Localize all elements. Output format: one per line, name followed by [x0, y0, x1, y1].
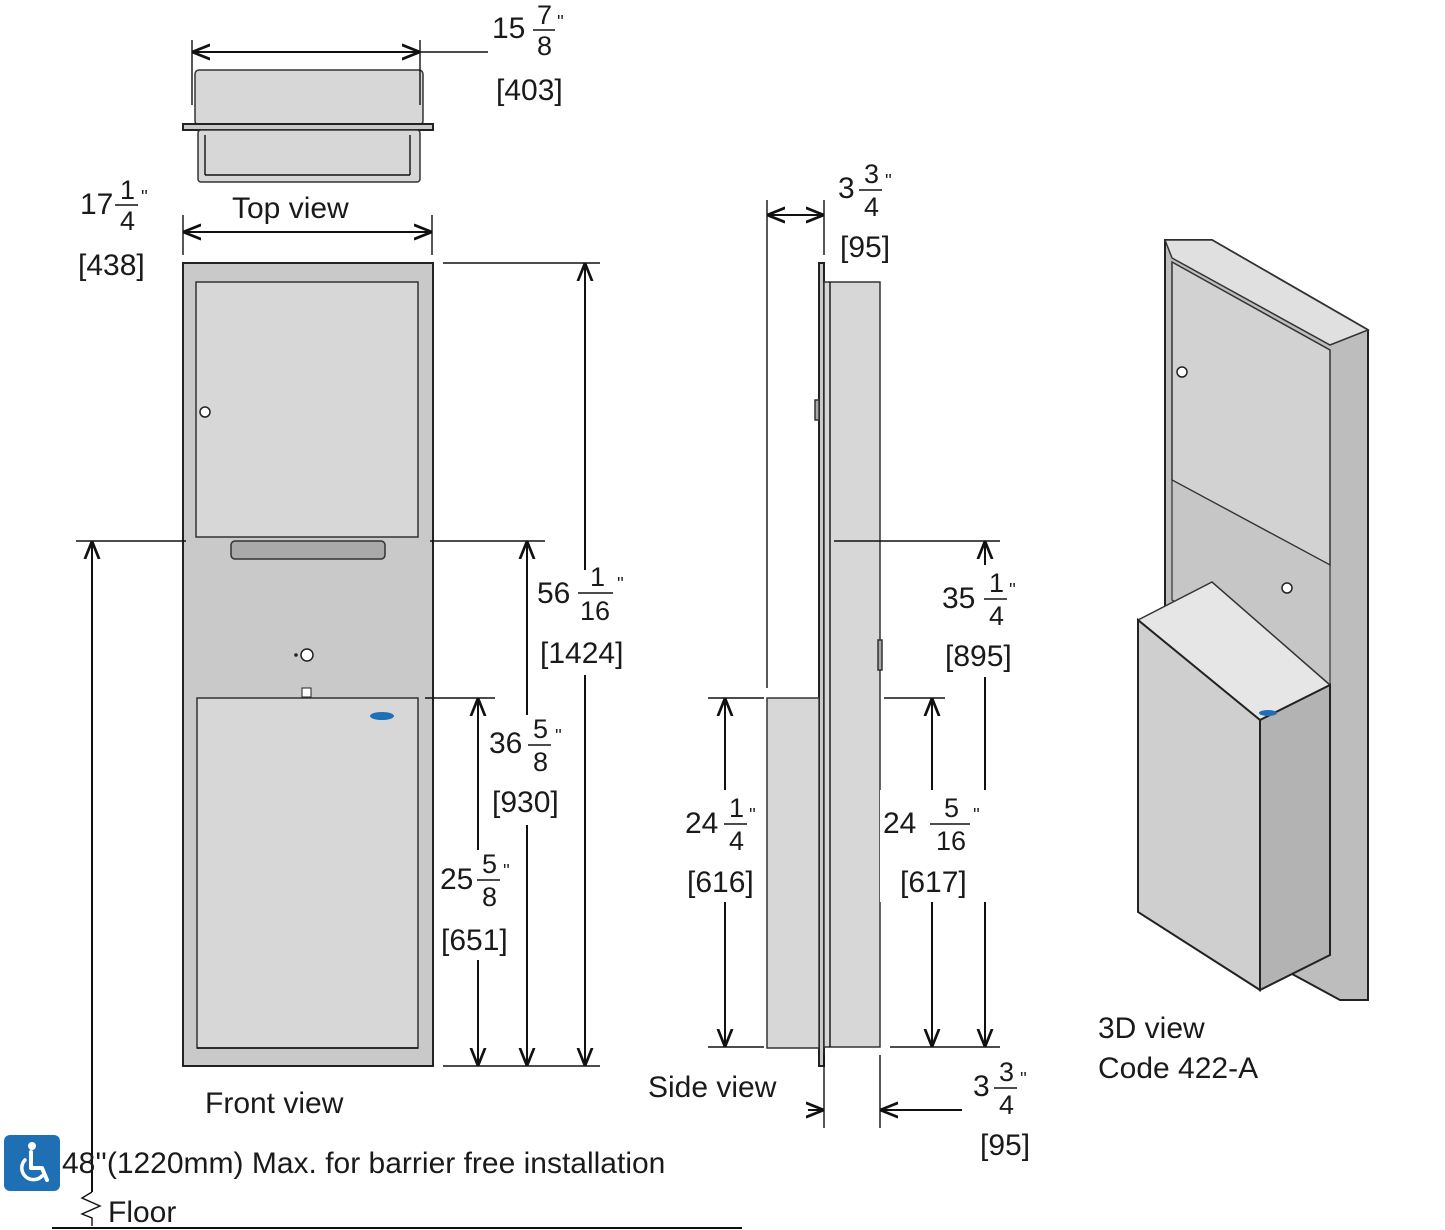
side-view-label: Side view	[648, 1071, 777, 1104]
side-bin-right-den: 16	[936, 826, 966, 856]
wheelchair-icon	[4, 1135, 60, 1191]
side-depth-bot-whole: 3	[973, 1070, 990, 1103]
side-bin-right-mm: [617]	[900, 866, 967, 899]
top-width-whole: 15	[492, 12, 525, 45]
side-depth-top-inch: ''	[885, 171, 892, 191]
total-height-whole: 56	[537, 577, 570, 610]
3d-view-drawing	[1136, 239, 1370, 1001]
side-depth-bot-den: 4	[999, 1090, 1014, 1120]
mid-height-dimension: 36 5 8 '' [930]	[430, 540, 567, 1064]
3d-view-label: 3D view	[1098, 1012, 1205, 1045]
side-bin-left-inch: ''	[749, 805, 756, 825]
side-mid-den: 4	[989, 601, 1004, 631]
side-depth-top-dimension: 3 3 4 '' [95]	[766, 159, 892, 688]
top-width-inch: ''	[557, 12, 564, 32]
bin-height-inch: ''	[503, 861, 510, 881]
side-view-drawing	[766, 262, 883, 1067]
mid-height-den: 8	[533, 747, 548, 777]
bin-height-whole: 25	[440, 863, 473, 896]
mid-height-inch: ''	[555, 726, 562, 746]
mid-height-whole: 36	[489, 727, 522, 760]
side-mid-inch: ''	[1009, 580, 1016, 600]
top-view-drawing	[182, 69, 434, 183]
side-depth-bot-mm: [95]	[980, 1129, 1030, 1162]
side-depth-bot-inch: ''	[1020, 1069, 1027, 1089]
front-width-mm: [438]	[78, 249, 145, 282]
floor-label: Floor	[108, 1196, 176, 1229]
side-bin-right-num: 5	[944, 793, 959, 823]
bin-height-num: 5	[482, 849, 497, 879]
total-height-inch: ''	[617, 574, 624, 594]
side-depth-top-num: 3	[864, 159, 879, 189]
side-mid-mm: [895]	[945, 640, 1012, 673]
total-height-mm: [1424]	[540, 637, 623, 670]
front-width-num: 1	[120, 175, 135, 205]
side-bin-right-whole: 24	[883, 807, 916, 840]
side-bin-left-num: 1	[729, 793, 744, 823]
front-width-inch: ''	[141, 187, 148, 207]
side-depth-bottom-dimension: 3 3 4 '' [95]	[808, 1055, 1030, 1162]
total-height-dimension: 56 1 16 '' [1424]	[443, 262, 635, 1067]
side-mid-whole: 35	[942, 582, 975, 615]
front-view-label: Front view	[205, 1087, 344, 1120]
side-bin-right-inch: ''	[973, 805, 980, 825]
side-bin-left-den: 4	[729, 826, 744, 856]
mid-height-num: 5	[533, 714, 548, 744]
front-width-whole: 17	[80, 188, 113, 221]
total-height-num: 1	[590, 562, 605, 592]
side-depth-bot-num: 3	[999, 1057, 1014, 1087]
bin-height-den: 8	[482, 882, 497, 912]
front-view-drawing	[182, 262, 434, 1067]
total-height-den: 16	[580, 596, 610, 626]
side-bin-left-whole: 24	[685, 807, 718, 840]
top-width-mm: [403]	[496, 74, 563, 107]
side-bin-right-dimension: 24 5 16 '' [617]	[880, 697, 990, 1045]
side-depth-top-den: 4	[864, 192, 879, 222]
barrier-free-dimension	[52, 540, 742, 1229]
top-width-num: 7	[537, 0, 552, 30]
side-depth-top-whole: 3	[838, 172, 855, 205]
side-bin-left-dimension: 24 1 4 '' [616]	[683, 697, 765, 1048]
top-width-dimension: 15 7 8 '' [403]	[191, 0, 564, 107]
bin-height-dimension: 25 5 8 '' [651]	[425, 697, 518, 1064]
model-code: Code 422-A	[1098, 1052, 1258, 1085]
side-mid-dimension: 35 1 4 '' [895]	[834, 540, 1025, 1048]
side-bin-left-mm: [616]	[687, 866, 754, 899]
side-mid-num: 1	[989, 568, 1004, 598]
top-width-den: 8	[537, 31, 552, 61]
mid-height-mm: [930]	[492, 786, 559, 819]
side-depth-top-mm: [95]	[840, 231, 890, 264]
barrier-free-note: 48''(1220mm) Max. for barrier free insta…	[62, 1147, 665, 1180]
front-width-den: 4	[120, 206, 135, 236]
bin-height-mm: [651]	[441, 924, 508, 957]
front-width-dimension: 17 1 4 '' [438]	[78, 175, 433, 282]
top-view-label: Top view	[232, 192, 349, 225]
